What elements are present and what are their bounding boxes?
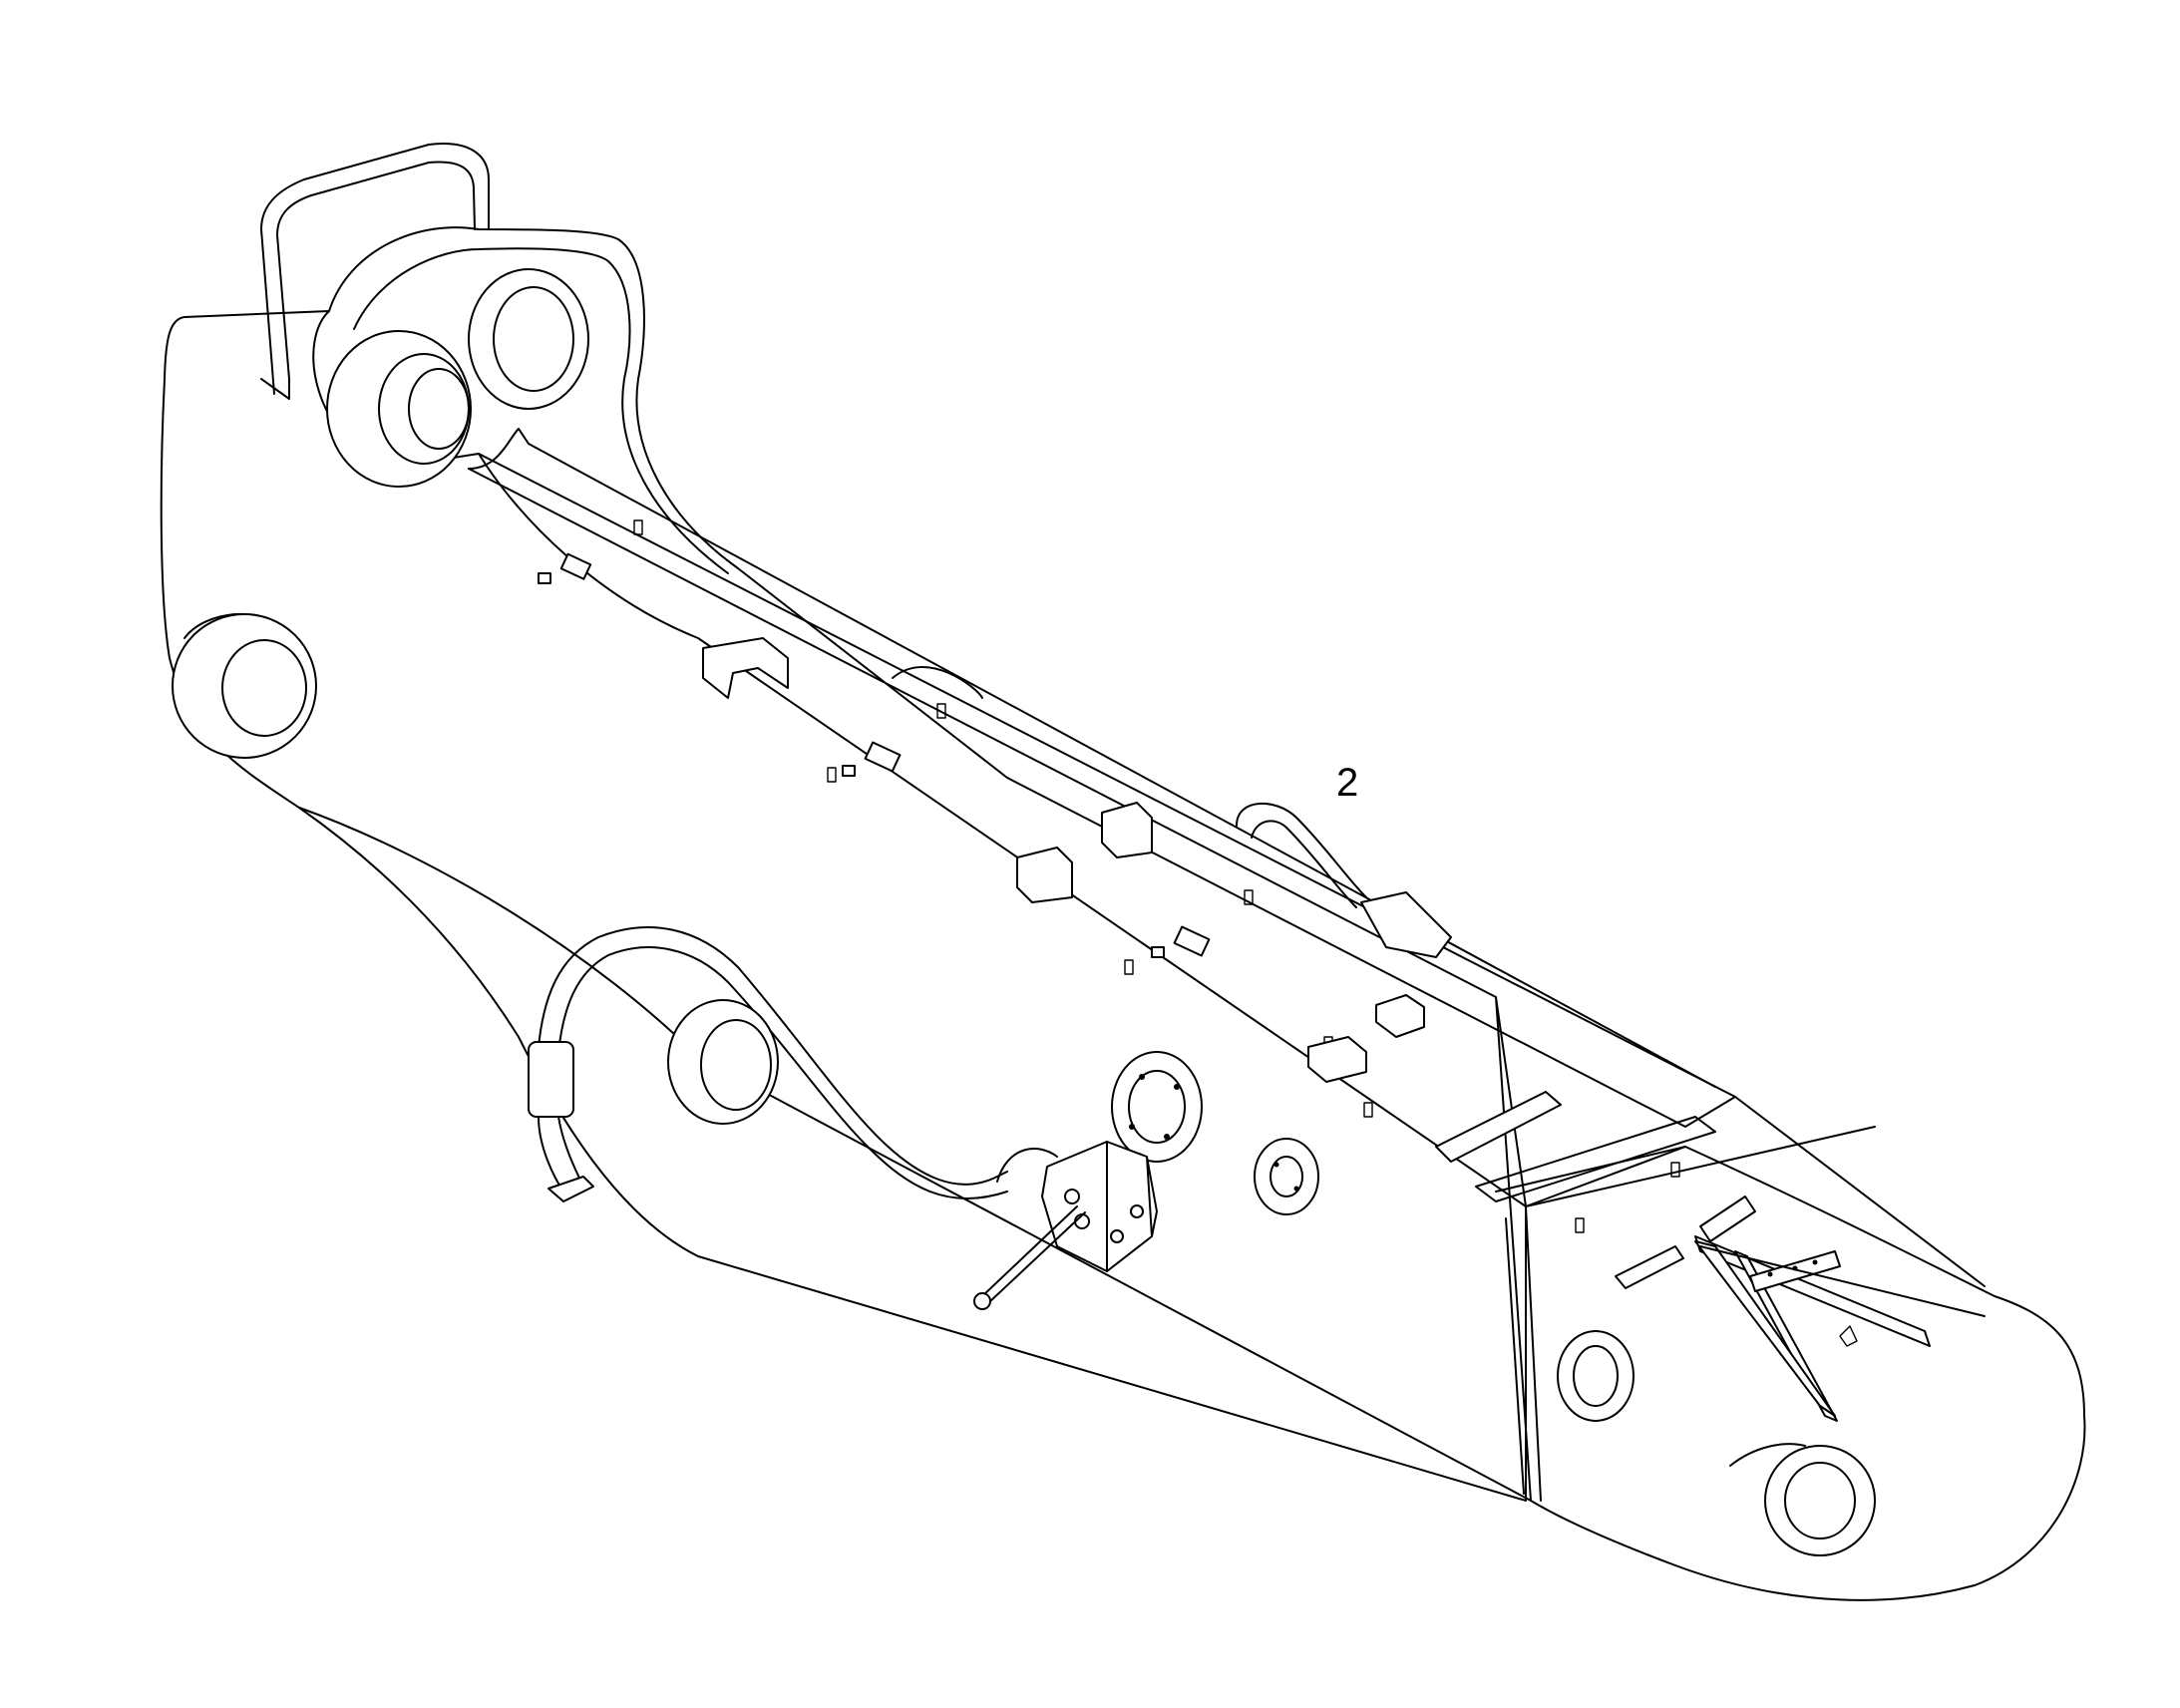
callout-label-2: 2: [1336, 761, 1358, 805]
side-bosses: [667, 999, 1876, 1556]
rear-pivot-plates: [328, 226, 1008, 779]
rear-pivot-bosses: [172, 268, 589, 759]
control-valve: [973, 1141, 1158, 1310]
hydraulic-hose-near: [528, 926, 1008, 1202]
boom-body: [160, 310, 2086, 1601]
hydraulic-hose-far: [892, 666, 1452, 958]
flange-fittings: [538, 519, 1858, 1347]
hose-clips: [702, 637, 1562, 1163]
lifting-handle: [260, 143, 490, 400]
front-linkage: [1615, 1196, 1986, 1422]
